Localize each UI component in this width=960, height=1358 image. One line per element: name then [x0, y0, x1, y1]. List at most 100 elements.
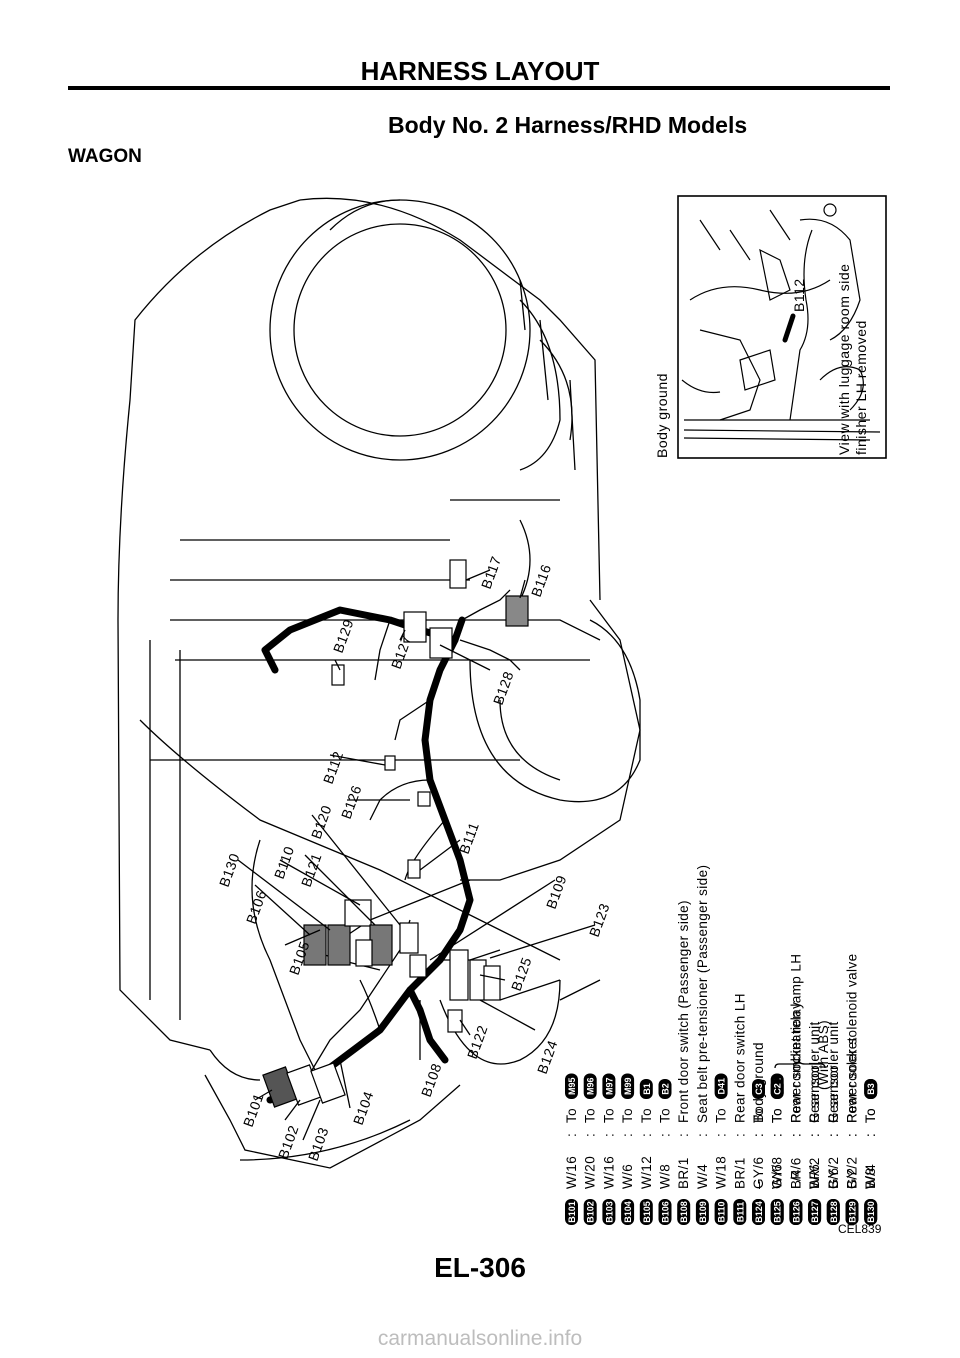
legend-wire-color: L/4 — [788, 1169, 803, 1189]
legend-description: Front door switch (Passenger side) — [676, 900, 691, 1123]
inset-caption-line1: View with luggage room side — [836, 264, 852, 455]
legend-ref-badge — [639, 1079, 653, 1099]
legend-separator: : — [845, 1133, 860, 1137]
leader-lines — [237, 569, 596, 1141]
legend-description: To — [770, 1108, 785, 1123]
inset-caption-line2: finisher LH removed — [853, 320, 869, 455]
inset-view: Body ground B112 View with luggage room … — [654, 195, 887, 459]
legend-wire-color: W/16 — [601, 1156, 616, 1189]
main-harness-trunk — [266, 616, 474, 1104]
legend-id: B125 — [773, 1201, 783, 1223]
inset-connector-label: B112 — [791, 278, 807, 312]
legend-id: B105 — [642, 1201, 652, 1223]
legend-id-badge — [864, 1199, 878, 1225]
diagram-label-b110: B110 — [271, 844, 298, 881]
legend-description: Power socket relay — [788, 1002, 803, 1123]
legend-ref-badge — [864, 1079, 878, 1099]
legend-id: B128 — [829, 1201, 839, 1223]
diagram-label-b128: B128 — [490, 669, 517, 707]
spare-tire — [269, 199, 573, 471]
legend-wire-color: B/6 — [826, 1168, 841, 1189]
legend-separator: : — [863, 1133, 878, 1137]
legend-id-badge — [733, 1199, 747, 1225]
legend-separator: : — [826, 1133, 841, 1137]
legend-id-badge — [752, 1199, 765, 1225]
legend-id-badge — [695, 1199, 709, 1225]
legend-ref: M97 — [604, 1077, 614, 1095]
legend-id: B101 — [567, 1201, 577, 1223]
legend-wire-color: BR/1 — [676, 1157, 691, 1189]
legend-separator: : — [620, 1133, 635, 1137]
legend-wire-color: W/6 — [770, 1164, 785, 1189]
legend-wire-color: – — [751, 1181, 766, 1189]
legend-id: B108 — [679, 1201, 689, 1223]
legend-id: B110 — [717, 1201, 727, 1222]
vehicle-outline — [117, 197, 641, 1169]
legend-ref-badge — [752, 1079, 765, 1099]
connectors — [262, 559, 529, 1108]
legend-wire-color: GY/2 — [826, 1157, 841, 1189]
legend-description: To — [658, 1108, 673, 1123]
legend-description: Seat belt pre-tensioner (Passenger side) — [695, 865, 710, 1123]
legend-ref-badge — [770, 1079, 784, 1099]
legend-ref-badge — [583, 1073, 597, 1099]
legend-separator: : — [863, 1133, 878, 1137]
inset-title: Body ground — [654, 373, 670, 458]
legend-wire-color: B/8 — [863, 1168, 878, 1189]
side-harness-branch — [406, 986, 449, 1064]
legend-wire-color: W/4 — [863, 1164, 878, 1189]
variant-label: WAGON — [68, 146, 142, 167]
diagram-label-b127: B127 — [388, 633, 415, 671]
diagram-label-b101: B101 — [240, 1091, 267, 1129]
legend-separator: : — [845, 1133, 860, 1137]
legend-wire-color: W/4 — [695, 1164, 710, 1189]
page-number: EL-306 — [434, 1252, 526, 1283]
legend-id: B129 — [848, 1201, 858, 1223]
figure-code: CEL839 — [838, 1222, 882, 1236]
legend-id: B104 — [623, 1201, 633, 1223]
legend-ref-badge — [658, 1079, 672, 1099]
legend-description: To — [583, 1108, 598, 1123]
legend-id: B102 — [586, 1201, 596, 1223]
diagram-label-b123: B123 — [586, 901, 613, 939]
header-rule — [68, 86, 890, 90]
legend-id: B127 — [810, 1201, 820, 1223]
legend-id: B109 — [698, 1201, 708, 1223]
legend-description: To — [770, 1108, 785, 1123]
legend-ref: C3 — [754, 1083, 764, 1095]
legend-description: To — [714, 1108, 729, 1123]
legend-id-badge — [808, 1199, 822, 1225]
diagram-label-b104: B104 — [350, 1089, 377, 1127]
legend-ref: B1 — [642, 1083, 652, 1095]
legend-wire-color: GY/6 — [751, 1157, 766, 1189]
diagram-label-b117: B117 — [478, 554, 505, 591]
legend-separator: : — [601, 1133, 616, 1137]
connector-legend: B101W/16:ToM95B102W/20:ToM96B103W/16:ToM… — [564, 865, 878, 1225]
inset-frame — [677, 195, 887, 459]
legend-description: Rear cooler solenoid valve — [845, 954, 860, 1124]
legend-separator: : — [658, 1133, 673, 1137]
legend-separator: : — [807, 1133, 822, 1137]
section-title: HARNESS LAYOUT — [360, 56, 600, 86]
page-title: Body No. 2 Harness/RHD Models — [388, 112, 748, 138]
diagram-label-b124: B124 — [534, 1038, 561, 1076]
legend-description: To — [620, 1108, 635, 1123]
legend-wire-color: GY/8 — [770, 1157, 785, 1189]
legend-wire-color: W/6 — [807, 1164, 822, 1189]
legend-description: To — [751, 1108, 766, 1123]
diagram-label-b108: B108 — [418, 1061, 445, 1099]
legend-id-badge — [845, 1199, 859, 1225]
legend-separator: : — [788, 1133, 803, 1137]
legend-ref: M95 — [567, 1077, 577, 1095]
legend-wire-color: BR/6 — [788, 1157, 803, 1189]
